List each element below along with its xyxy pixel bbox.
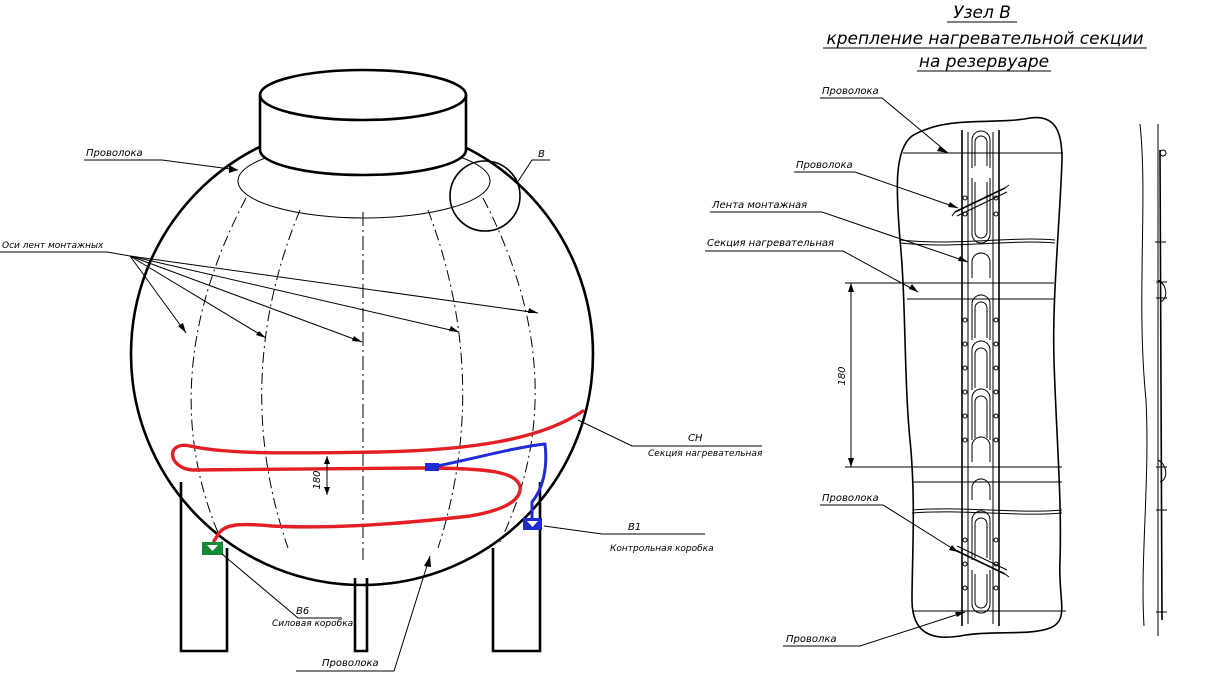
detail-dimension-180: 180: [837, 282, 912, 468]
control-box-label: Контрольная коробка: [610, 544, 714, 554]
side-profile: [1139, 123, 1167, 636]
detail-title-2: крепление нагревательной секции: [826, 29, 1143, 49]
mounting-tape-strip: [961, 130, 1000, 626]
detail-wire-label-3: Проволока: [822, 493, 879, 504]
power-box: [202, 542, 223, 555]
tank-view: 180: [0, 68, 763, 672]
detail-b-view: Узел В крепление нагревательной секции н…: [705, 3, 1167, 647]
tank-sphere: [129, 121, 595, 587]
tank-legs: [179, 482, 542, 653]
detail-leaders: [705, 97, 969, 647]
mounting-tape-axes: [190, 197, 536, 560]
tank-leaders: [0, 159, 762, 672]
detail-title-1: Узел В: [953, 3, 1011, 23]
tank-dimension-value: 180: [312, 470, 323, 489]
mounting-tape-label: Лента монтажная: [711, 200, 807, 211]
horizontal-wires: [899, 152, 1066, 612]
power-box-label: Силовая коробка: [272, 619, 353, 629]
detail-wire-label-2: Проволока: [796, 160, 853, 171]
detail-b-code: B: [538, 149, 545, 160]
heating-section-cable: [170, 409, 585, 543]
tank-wire-top-label: Проволока: [86, 148, 143, 159]
mounting-axes-label: Оси лент монтажных: [2, 241, 104, 251]
control-box-code: В1: [628, 522, 641, 533]
control-line-end: [425, 463, 439, 471]
detail-wire-label-1: Проволока: [822, 86, 879, 97]
detail-title-3: на резервуаре: [919, 52, 1049, 72]
power-box-code: В6: [296, 606, 309, 617]
control-line: [425, 442, 548, 522]
wire-twists: [951, 184, 1010, 578]
detail-b-callout-circle: [449, 160, 521, 232]
detail-wire-label-4: Проволка: [786, 634, 837, 645]
heating-section-code: СН: [688, 433, 703, 444]
heating-section-label: Секция нагревательная: [648, 449, 763, 459]
tank-dimension-180: 180: [312, 456, 330, 495]
tape-perforations: [962, 195, 999, 591]
tank-hatch: [258, 68, 468, 177]
detail-heating-section-label: Секция нагревательная: [707, 238, 834, 249]
detail-dimension-value: 180: [837, 366, 848, 385]
tank-wire-bottom-label: Проволока: [322, 658, 379, 669]
tank-wall-section: [896, 116, 1063, 639]
control-box: [523, 518, 542, 530]
